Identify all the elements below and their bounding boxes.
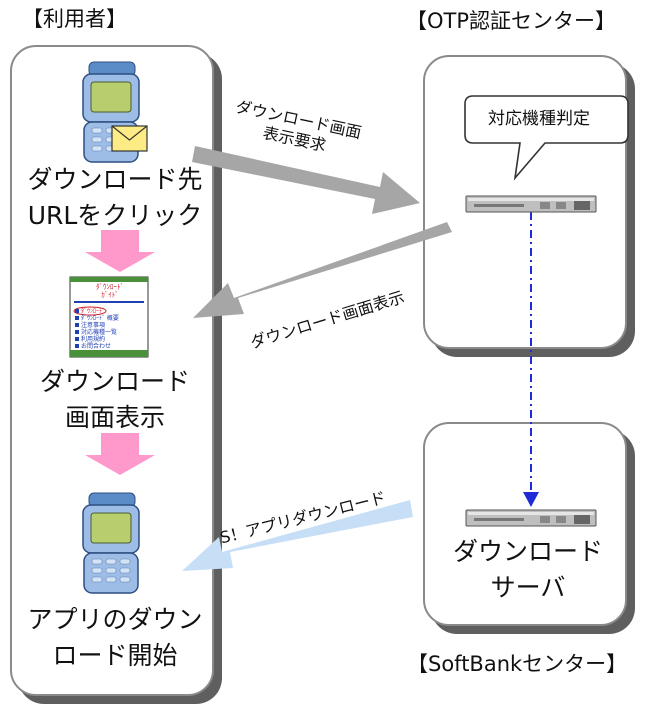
download-server-label-line1: ダウンロード [452,537,603,566]
phone-screen-header-line1: ﾀﾞｳﾝﾛｰﾄﾞ [96,283,124,291]
step-click-url-line2: URLをクリック [27,201,203,230]
phone-menu-item: お問合わせ [81,343,112,350]
pink-down-arrow-2 [85,433,155,475]
server-connector-arrowhead [523,492,539,507]
softbank-center-title: 【SoftBankセンター】 [407,652,628,676]
step-click-url: ダウンロード先 URLをクリック [10,162,220,234]
phone-menu-item: ﾀﾞｳﾝﾛｰﾄﾞ [81,308,106,315]
phone-screen-menu: ﾀﾞｳﾝﾛｰﾄﾞ ﾀﾞｳﾝﾛｰﾄﾞ 概要 注意事項 対応機種一覧 利用規約 お問… [81,308,119,350]
step-download-screen: ダウンロード 画面表示 [10,364,220,436]
user-title: 【利用者】 [22,7,127,31]
step-download-screen-line1: ダウンロード [39,367,190,396]
phone-download-icon [82,492,140,594]
step-download-screen-line2: 画面表示 [64,403,165,432]
step-app-download-start-line1: アプリのダウン [27,605,203,634]
phone-screen-header-line2: ｶﾞｲﾄﾞ [101,291,119,299]
app-download-arrow [182,500,413,571]
phone-menu-item: 利用規約 [81,336,106,343]
phone-screen-icon [69,276,149,358]
step-app-download-start: アプリのダウン ロード開始 [10,602,220,674]
phone-menu-item: 対応機種一覧 [81,329,118,336]
phone-menu-item: 注意事項 [81,322,106,329]
step-app-download-start-line2: ロード開始 [52,641,178,670]
otp-server-icon [465,195,597,213]
step-click-url-line1: ダウンロード先 [27,165,203,194]
download-server-icon [465,509,597,527]
phone-mail-icon [82,61,148,163]
compatible-model-check-label: 対応機種判定 [488,109,590,129]
phone-menu-item: ﾀﾞｳﾝﾛｰﾄﾞ 概要 [81,315,119,322]
download-server-label: ダウンロード サーバ [423,534,633,606]
request-arrow [192,146,420,214]
phone-screen-header: ﾀﾞｳﾝﾛｰﾄﾞ ｶﾞｲﾄﾞ [80,283,140,299]
otp-center-title: 【OTP認証センター】 [406,9,617,33]
callout-bubble [464,95,629,181]
display-arrow [193,222,452,318]
download-server-label-line2: サーバ [490,573,566,602]
pink-down-arrow-1 [85,230,155,272]
